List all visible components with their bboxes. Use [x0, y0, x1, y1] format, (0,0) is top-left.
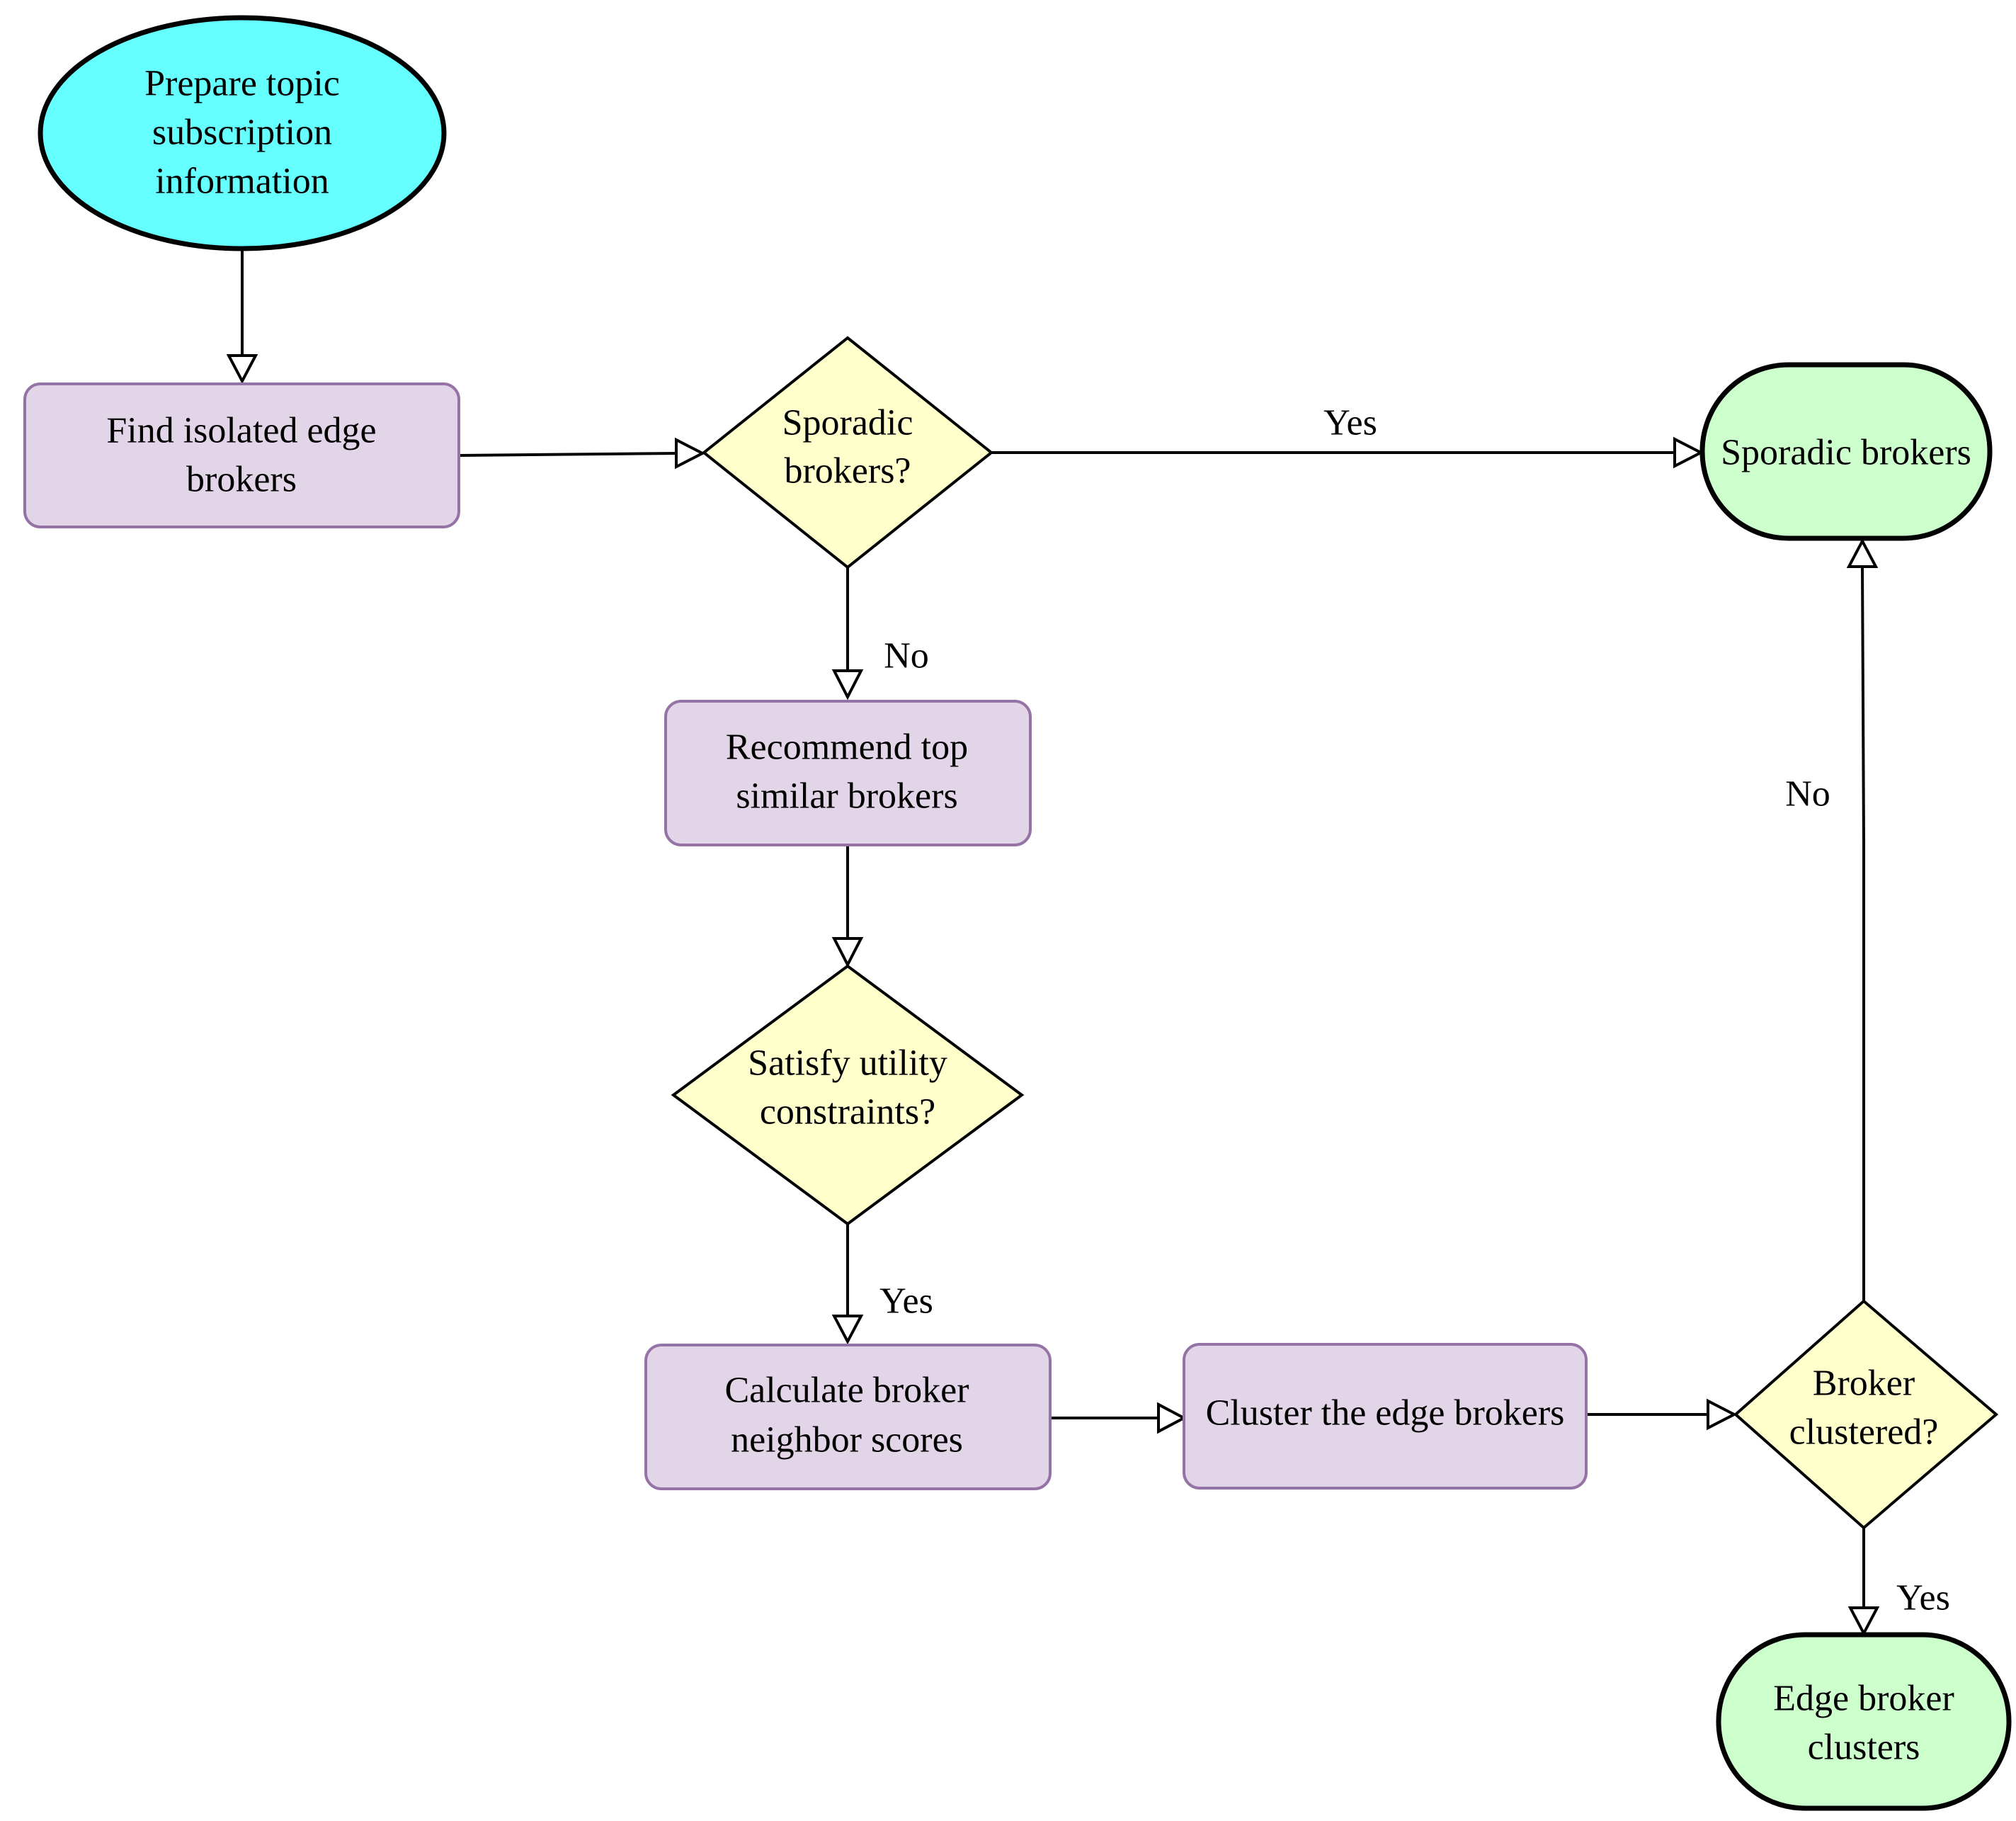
sporadic-decision: Sporadic brokers?	[701, 336, 994, 569]
recommend-process: Recommend top similar brokers	[664, 700, 1032, 846]
cluster-label: Cluster the edge brokers	[1206, 1393, 1565, 1434]
arrowhead-icon	[831, 937, 864, 968]
arrowhead-icon	[1846, 538, 1879, 568]
cluster-process: Cluster the edge brokers	[1183, 1343, 1588, 1490]
edge-label-no: No	[884, 636, 929, 676]
arrowhead-icon	[1673, 436, 1704, 469]
arrowhead-icon	[675, 437, 706, 470]
sporadic-decision-line-1: Sporadic	[782, 403, 913, 443]
calculate-line-2: neighbor scores	[731, 1420, 963, 1460]
edge-label-yes: Yes	[1323, 403, 1377, 443]
decision-diamond	[671, 964, 1025, 1226]
arrowhead-icon	[1847, 1606, 1880, 1637]
satisfy-decision-line-1: Satisfy utility	[748, 1043, 947, 1084]
decision-diamond	[1733, 1299, 1999, 1530]
start-node: Prepare topic subscription information	[38, 15, 447, 251]
start-label-line-1: Prepare topic	[144, 64, 340, 104]
process-box	[664, 700, 1032, 846]
recommend-line-1: Recommend top	[726, 727, 968, 768]
edge-find-to-sporadic	[458, 452, 678, 457]
edges: Yes No Yes No Yes	[226, 249, 1950, 1637]
clustered-decision-line-2: clustered?	[1789, 1412, 1939, 1453]
find-isolated-line-1: Find isolated edge	[106, 411, 376, 451]
clusters-end-terminal: Edge broker clusters	[1716, 1632, 2012, 1811]
start-label-line-3: information	[155, 161, 329, 202]
recommend-line-2: similar brokers	[736, 776, 957, 817]
process-box	[644, 1344, 1052, 1490]
edge-clustered-no	[1861, 566, 1865, 1301]
arrowhead-icon	[1707, 1398, 1738, 1431]
process-box	[1183, 1343, 1588, 1490]
clusters-end-line-2: clusters	[1808, 1728, 1920, 1768]
sporadic-end-terminal: Sporadic brokers	[1699, 362, 1993, 541]
clusters-end-line-1: Edge broker	[1773, 1679, 1954, 1719]
terminal-box	[1699, 362, 1993, 541]
arrowhead-icon	[831, 669, 864, 700]
start-ellipse	[38, 15, 447, 251]
process-box	[23, 382, 460, 528]
arrowhead-icon	[1157, 1402, 1188, 1434]
decision-diamond	[701, 336, 994, 569]
start-label-line-2: subscription	[152, 113, 332, 153]
satisfy-decision: Satisfy utility constraints?	[671, 964, 1025, 1226]
satisfy-decision-line-2: constraints?	[760, 1092, 935, 1133]
edge-label-yes: Yes	[879, 1281, 933, 1322]
arrowhead-icon	[226, 354, 258, 385]
find-isolated-process: Find isolated edge brokers	[23, 382, 460, 528]
calculate-line-1: Calculate broker	[724, 1371, 969, 1411]
sporadic-end-label: Sporadic brokers	[1721, 433, 1971, 473]
edge-label-yes: Yes	[1896, 1578, 1950, 1618]
find-isolated-line-2: brokers	[186, 460, 297, 500]
arrowhead-icon	[831, 1315, 864, 1345]
clustered-decision-line-1: Broker	[1813, 1363, 1915, 1404]
calculate-process: Calculate broker neighbor scores	[644, 1344, 1052, 1490]
sporadic-decision-line-2: brokers?	[784, 451, 911, 492]
terminal-box	[1716, 1632, 2012, 1811]
edge-label-no: No	[1785, 774, 1830, 815]
clustered-decision: Broker clustered?	[1733, 1299, 1999, 1530]
